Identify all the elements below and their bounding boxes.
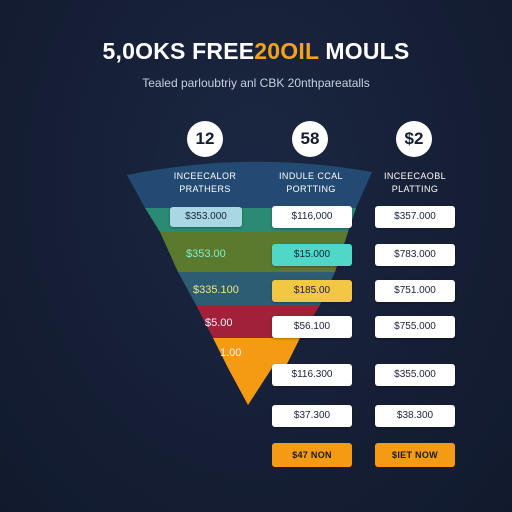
column-2-header-line2: PORTTING bbox=[286, 184, 336, 194]
column-1-price-3: $335.100 bbox=[193, 284, 239, 296]
column-1-header-line2: PRATHERS bbox=[179, 184, 231, 194]
column-1-header-line1: INCEECALOR bbox=[173, 171, 237, 181]
column-3-price-5: $355.000 bbox=[375, 364, 455, 386]
page-subtitle: Tealed parloubtriy anl CBK 20nthpareatal… bbox=[142, 76, 370, 90]
funnel-segment-top bbox=[127, 161, 372, 208]
funnel-segment-bottom bbox=[228, 368, 272, 405]
funnel-segment-6 bbox=[213, 338, 300, 368]
column-3-header: INCEECAOBL PLATTING bbox=[360, 170, 470, 196]
page-title: 5,0OKS FREE20OIL MOULS bbox=[0, 38, 512, 65]
column-2-cta-button[interactable]: $47 NON bbox=[272, 443, 352, 467]
column-2-price-6: $37.300 bbox=[272, 405, 352, 427]
column-2-price-5: $116.300 bbox=[272, 364, 352, 386]
column-3-price-4: $755.000 bbox=[375, 316, 455, 338]
column-1-header: INCEECALOR PRATHERS bbox=[150, 170, 260, 196]
column-3-header-line1: INCEECAOBL bbox=[383, 171, 447, 181]
column-2-price-2: $15.000 bbox=[272, 244, 352, 266]
title-main: 5,0OKS FREE bbox=[102, 38, 255, 64]
column-1-price-4: $5.00 bbox=[205, 317, 233, 329]
column-1-price-2: $353.00 bbox=[186, 248, 226, 260]
column-1-price-1: $353.000 bbox=[170, 207, 242, 227]
column-2-price-1: $116,000 bbox=[272, 206, 352, 228]
column-2-header-line1: INDULE CCAL bbox=[279, 171, 343, 181]
column-3-cta-button[interactable]: $IET NOW bbox=[375, 443, 455, 467]
column-3-price-3: $751.000 bbox=[375, 280, 455, 302]
column-1-badge: 12 bbox=[187, 121, 223, 157]
column-3-price-6: $38.300 bbox=[375, 405, 455, 427]
column-1-price-5: 1.00 bbox=[220, 347, 242, 359]
title-tail: MOULS bbox=[318, 38, 410, 64]
column-3-price-1: $357.000 bbox=[375, 206, 455, 228]
title-accent: 20OIL bbox=[254, 38, 319, 64]
column-3-price-2: $783.000 bbox=[375, 244, 455, 266]
column-2-price-3: $185.00 bbox=[272, 280, 352, 302]
column-3-badge: $2 bbox=[396, 121, 432, 157]
column-2-header: INDULE CCAL PORTTING bbox=[256, 170, 366, 196]
column-2-price-4: $56.100 bbox=[272, 316, 352, 338]
column-3-header-line2: PLATTING bbox=[391, 184, 439, 194]
column-2-badge: 58 bbox=[292, 121, 328, 157]
